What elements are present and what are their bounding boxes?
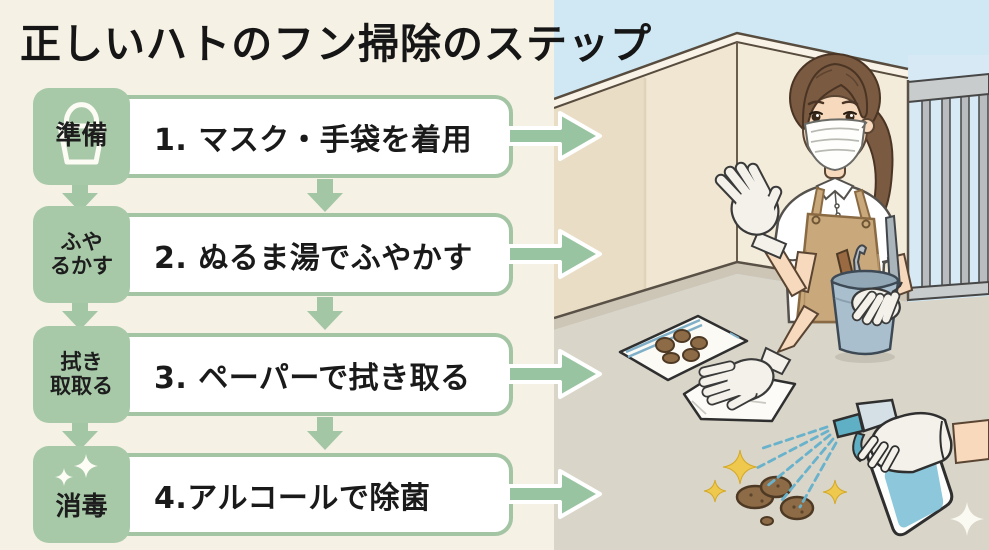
cleaning-bucket (830, 214, 903, 363)
step-4-text: 4.アルコールで除菌 (154, 480, 431, 516)
ziplock-bag (618, 314, 749, 382)
step-1-text: 1. マスク・手袋を着用 (154, 122, 473, 158)
step-2-text: 2. ぬるま湯でふやかす (154, 240, 473, 276)
arrow-right-icon (508, 469, 602, 519)
step-box-4: 4.アルコールで除菌 (110, 453, 513, 536)
spray-mist (755, 425, 838, 509)
arrow-down-icon (62, 297, 98, 330)
bucket-holding-glove (851, 281, 903, 327)
wiping-glove (698, 346, 792, 411)
waving-glove (714, 161, 788, 260)
step-box-3: 3. ペーパーで拭き取る (110, 333, 513, 416)
step-1-badge-label: 準備 (55, 120, 108, 151)
pigeon-droppings (735, 475, 815, 526)
droppings-in-bag (655, 329, 708, 364)
step-4-badge-label: 消毒 (55, 491, 108, 522)
step-badge-1: 準備 (33, 88, 130, 185)
bucket-icon (57, 102, 106, 165)
arrow-right-icon (508, 349, 602, 399)
page-title: 正しいハトのフン掃除のステップ (20, 20, 653, 68)
step-box-2: 2. ぬるま湯でふやかす (110, 213, 513, 296)
spraying-glove (857, 411, 953, 474)
arrow-down-icon (307, 297, 343, 330)
arrow-down-icon (307, 417, 343, 450)
step-badge-2: ふや るかす (33, 206, 130, 303)
step-box-1: 1. マスク・手袋を着用 (110, 95, 513, 178)
sparkle-icon (703, 449, 984, 536)
step-3-badge-label: 拭き (60, 349, 103, 374)
step-badge-4: 消毒 (33, 446, 130, 543)
arrow-down-icon (307, 179, 343, 212)
arrow-down-icon (62, 179, 98, 212)
balcony-railing (906, 72, 989, 302)
spraying-forearm (951, 418, 989, 465)
arrow-right-icon (508, 111, 602, 161)
step-badge-3: 拭き 取取る (33, 326, 130, 423)
balcony-cleaning-illustration (554, 0, 989, 550)
sparkles-icon (55, 454, 98, 486)
step-2-badge-label: ふや (60, 229, 103, 254)
step-3-text: 3. ペーパーで拭き取る (154, 360, 471, 396)
arrow-down-icon (62, 417, 98, 450)
step-3-badge-label: 取取る (50, 373, 113, 398)
step-2-badge-label: るかす (50, 253, 113, 278)
arrow-right-icon (508, 229, 602, 279)
face-mask (803, 118, 868, 172)
wiping-forearm (775, 304, 820, 354)
